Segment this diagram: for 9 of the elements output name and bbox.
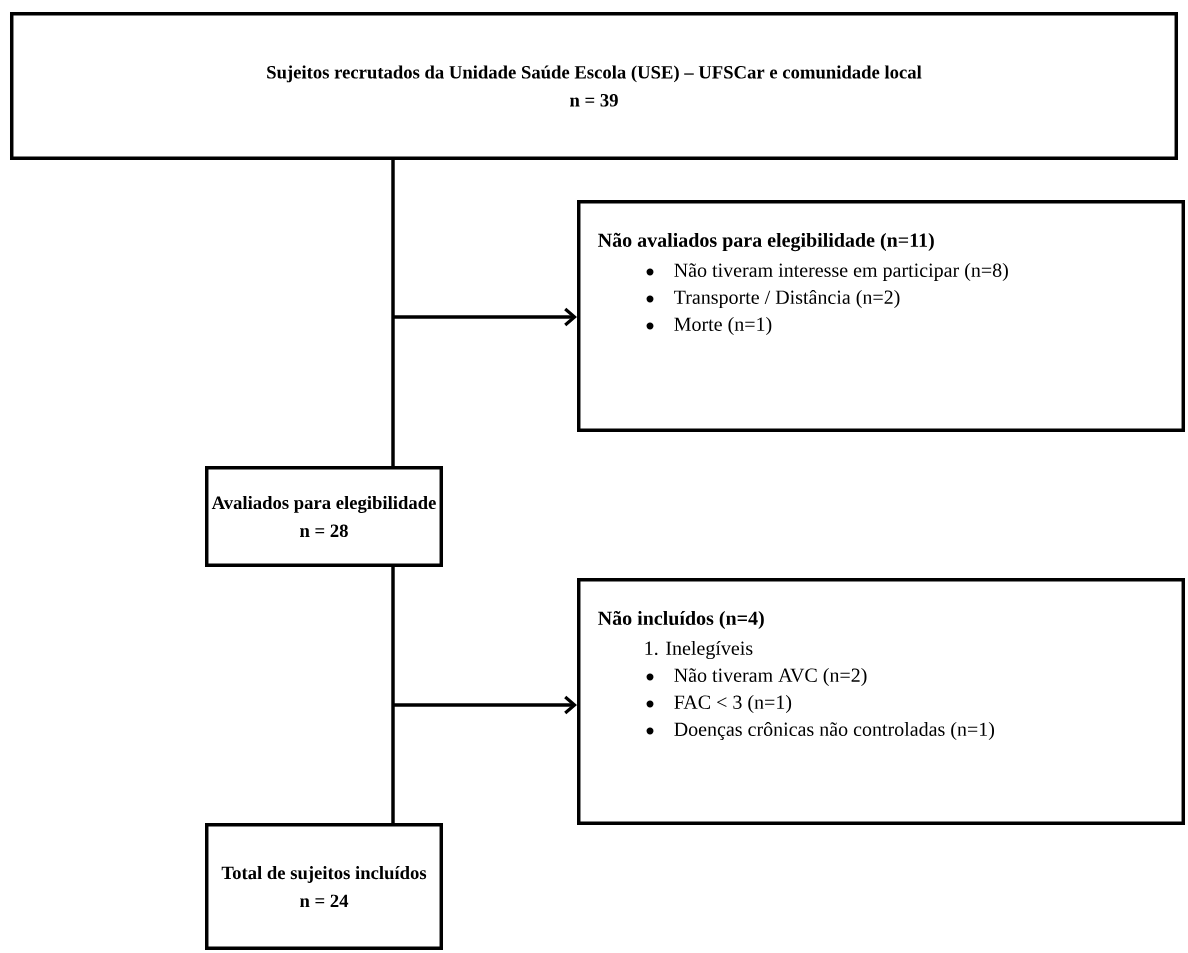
connector-line bbox=[391, 567, 395, 823]
exclusion-box: Não incluídos (n=4) 1. Inelegíveis Não tiveram AVC (n=2) FAC < 3 (n=1) Doenças crônicas não controladas (n=1) bbox=[577, 578, 1185, 825]
arrow bbox=[393, 307, 577, 327]
exclusion-box: Não avaliados para elegibilidade (n=11) Não tiveram interesse em participar (n=8) Transporte / Distância (n=2) Morte (n=1) bbox=[577, 200, 1185, 432]
process-box: Total de sujeitos incluídos n = 24 bbox=[205, 823, 443, 950]
arrow bbox=[393, 695, 577, 715]
process-box: Avaliados para elegibilidade n = 28 bbox=[205, 466, 443, 567]
process-box: Sujeitos recrutados da Unidade Saúde Escola (USE) – UFSCar e comunidade local n = 39 bbox=[10, 12, 1178, 160]
connector-line bbox=[391, 160, 395, 466]
